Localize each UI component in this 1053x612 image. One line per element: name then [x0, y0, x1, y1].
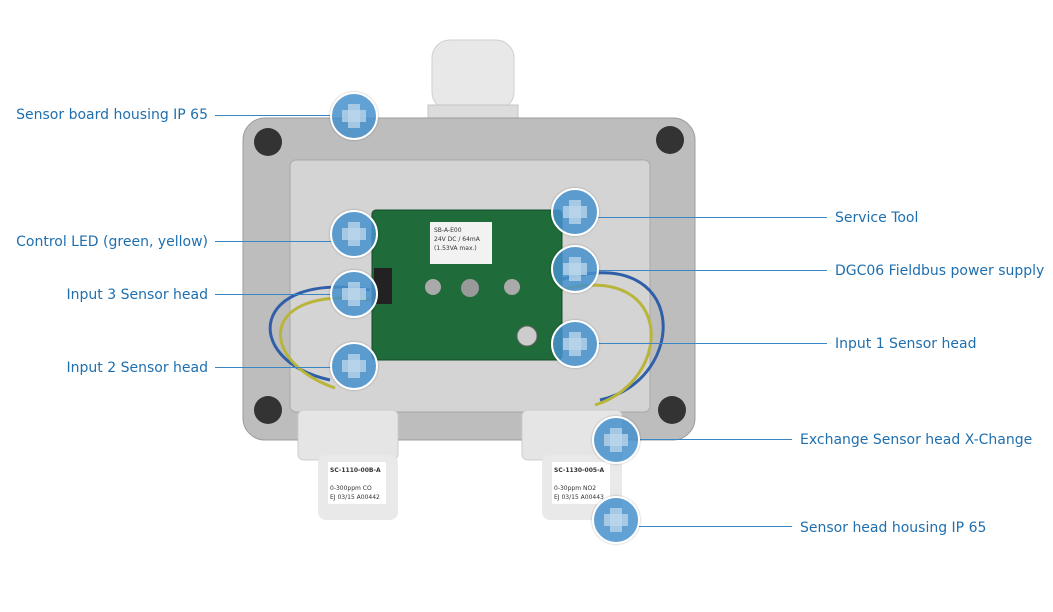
hotspot-exchange-sensor-head[interactable] [592, 416, 640, 464]
svg-text:24V DC / 64mA: 24V DC / 64mA [434, 236, 481, 243]
hotspot-input-2[interactable] [330, 342, 378, 390]
label-control-led: Control LED (green, yellow) [16, 234, 208, 250]
label-input-1: Input 1 Sensor head [835, 336, 977, 352]
leader-line [215, 115, 330, 116]
leader-line [637, 439, 792, 440]
leader-line [597, 343, 827, 344]
hotspot-service-tool[interactable] [551, 188, 599, 236]
svg-text:(1.53VA max.): (1.53VA max.) [434, 245, 477, 252]
svg-text:0-30ppm NO2: 0-30ppm NO2 [554, 485, 596, 492]
leader-line [597, 270, 827, 271]
leader-line [215, 294, 332, 295]
hotspot-sensor-head-housing[interactable] [592, 496, 640, 544]
svg-text:SC-1130-005-A: SC-1130-005-A [554, 467, 605, 474]
label-input-2: Input 2 Sensor head [66, 360, 208, 376]
hotspot-fieldbus-power[interactable] [551, 245, 599, 293]
hotspot-input-1[interactable] [551, 320, 599, 368]
svg-text:EJ 03/15 A00442: EJ 03/15 A00442 [330, 494, 380, 501]
svg-text:0-300ppm CO: 0-300ppm CO [330, 485, 372, 492]
svg-text:SC-1110-00B-A: SC-1110-00B-A [330, 467, 381, 474]
label-sensor-board-housing: Sensor board housing IP 65 [16, 107, 208, 123]
label-input-3: Input 3 Sensor head [66, 287, 208, 303]
hotspot-input-3[interactable] [330, 270, 378, 318]
label-sensor-head-housing: Sensor head housing IP 65 [800, 520, 987, 536]
label-service-tool: Service Tool [835, 210, 919, 226]
hotspot-control-led[interactable] [330, 210, 378, 258]
leader-line [637, 526, 792, 527]
label-fieldbus-power: DGC06 Fieldbus power supply [835, 263, 1045, 279]
leader-line [215, 367, 332, 368]
leader-line [215, 241, 332, 242]
svg-text:EJ 03/15 A00443: EJ 03/15 A00443 [554, 494, 604, 501]
pcb-label-line: SB-A-E00 [434, 227, 462, 234]
leader-line [597, 217, 827, 218]
hotspot-sensor-board-housing[interactable] [330, 92, 378, 140]
label-exchange-sensor-head: Exchange Sensor head X-Change [800, 432, 1033, 448]
